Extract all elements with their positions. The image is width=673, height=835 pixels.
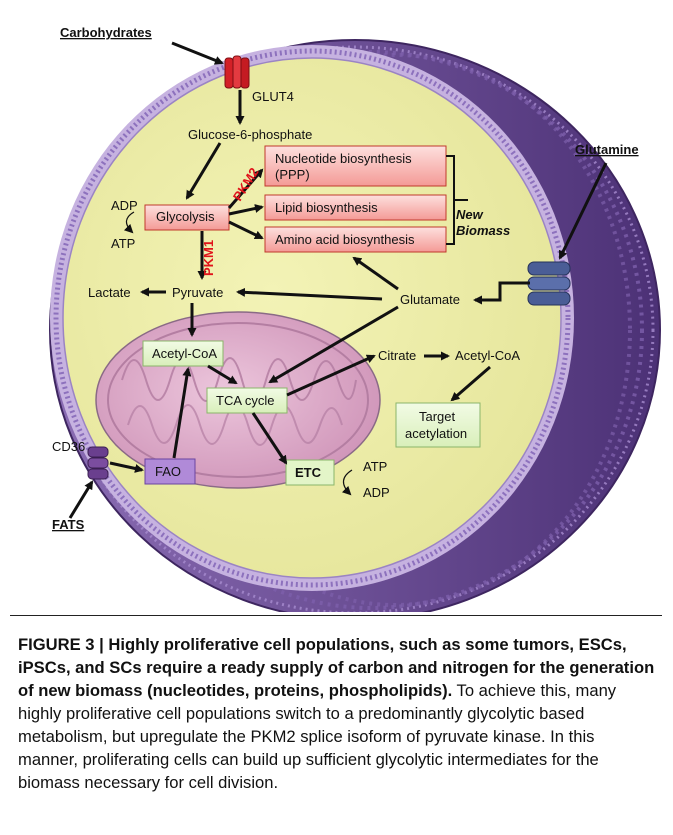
adp-label-1: ADP (111, 198, 138, 213)
new-biomass-label-2: Biomass (456, 223, 510, 238)
pyruvate-label: Pyruvate (172, 285, 223, 300)
etc-label: ETC (295, 465, 322, 480)
target-label-2: acetylation (405, 426, 467, 441)
carbohydrates-label: Carbohydrates (60, 25, 152, 40)
glut4-label: GLUT4 (252, 89, 294, 104)
pkm1-label: PKM1 (201, 240, 216, 276)
nucleotide-label-1: Nucleotide biosynthesis (275, 151, 412, 166)
citrate-label: Citrate (378, 348, 416, 363)
fao-label: FAO (155, 464, 181, 479)
new-biomass-label-1: New (456, 207, 484, 222)
acetylcoa-cyto-label: Acetyl-CoA (455, 348, 520, 363)
cd36-label: CD36 (52, 439, 85, 454)
metabolism-diagram: Carbohydrates GLUT4 Glucose-6-phosphate … (0, 0, 673, 612)
cd36-transporter-icon (88, 447, 108, 479)
amino-label: Amino acid biosynthesis (275, 232, 415, 247)
glutamine-transporter-icon (528, 262, 570, 305)
fats-label: FATS (52, 517, 85, 532)
glutamate-label: Glutamate (400, 292, 460, 307)
atp-label-1: ATP (111, 236, 135, 251)
glutamine-label: Glutamine (575, 142, 639, 157)
atp-label-2: ATP (363, 459, 387, 474)
glut4-transporter-icon (225, 56, 249, 88)
target-label-1: Target (419, 409, 456, 424)
cell-membrane (50, 40, 660, 612)
caption-divider (10, 615, 662, 616)
arrow-fats-cd36 (70, 482, 92, 518)
g6p-label: Glucose-6-phosphate (188, 127, 312, 142)
adp-label-2: ADP (363, 485, 390, 500)
glycolysis-label: Glycolysis (156, 209, 215, 224)
lipid-label: Lipid biosynthesis (275, 200, 378, 215)
arrow-carbohydrates-glut4 (172, 43, 222, 63)
acetylcoa-mito-label: Acetyl-CoA (152, 346, 217, 361)
lactate-label: Lactate (88, 285, 131, 300)
figure-caption: FIGURE 3 | Highly proliferative cell pop… (18, 633, 658, 794)
tca-label: TCA cycle (216, 393, 275, 408)
nucleotide-label-2: (PPP) (275, 167, 310, 182)
